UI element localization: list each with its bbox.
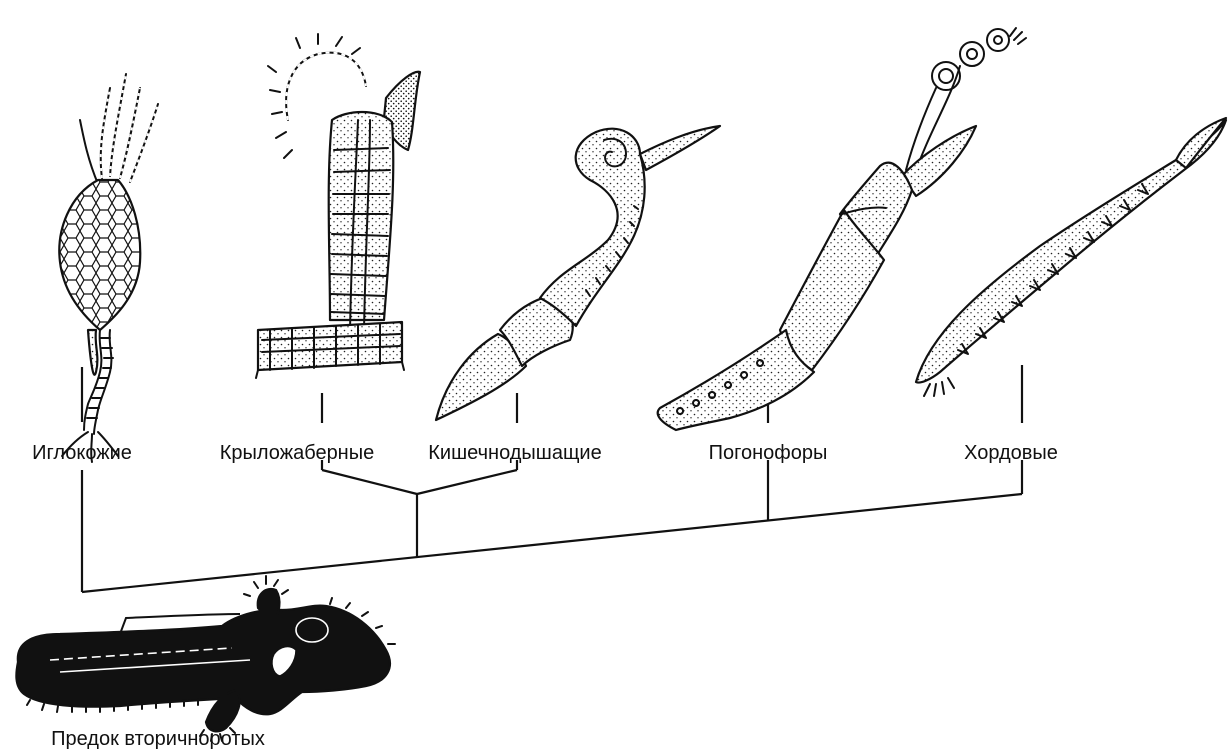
- branch-enteropneusts: [417, 470, 517, 494]
- enteropneust-illustration: [436, 126, 720, 420]
- main-trunk: [82, 494, 1022, 592]
- ancestor-illustration: [16, 576, 395, 741]
- label-pogonophores: Погонофоры: [709, 442, 828, 464]
- label-enteropneusts: Кишечнодышащие: [428, 442, 601, 464]
- chordate-illustration: [916, 118, 1226, 396]
- pogonophore-illustration: [658, 28, 1026, 430]
- label-chordates: Хордовые: [964, 442, 1058, 464]
- echinoderm-illustration: [59, 74, 158, 462]
- tree-lines: [82, 365, 1022, 592]
- branch-pterobranchs: [322, 470, 417, 494]
- pterobranch-illustration: [256, 34, 420, 378]
- label-pterobranchs: Крыложаберные: [220, 442, 374, 464]
